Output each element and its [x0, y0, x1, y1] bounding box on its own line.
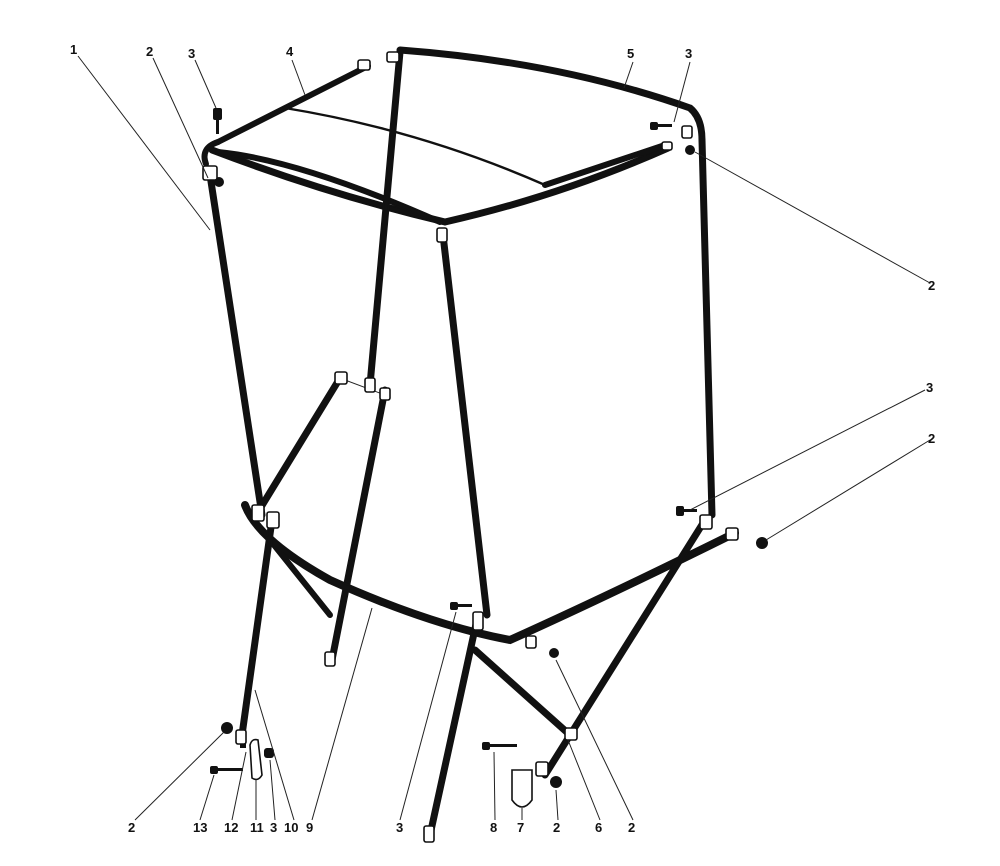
top-left-hoop-end — [201, 139, 221, 167]
callout-3: 3 — [926, 380, 933, 395]
callout-8: 8 — [490, 820, 497, 835]
vertical-posts — [206, 48, 716, 619]
callout-10: 10 — [284, 820, 298, 835]
callout-6: 6 — [595, 820, 602, 835]
callout-2: 2 — [128, 820, 135, 835]
mid-braces — [254, 374, 389, 664]
callout-2: 2 — [146, 44, 153, 59]
lower-center-leg — [426, 611, 482, 839]
callout-5: 5 — [627, 46, 634, 61]
lower-left-leg-part-10 — [238, 516, 276, 739]
callout-labels: 1 2 3 4 5 3 2 3 2 2 13 12 11 3 10 9 3 8 … — [70, 42, 935, 835]
callout-3: 3 — [188, 46, 195, 61]
callout-11: 11 — [250, 820, 264, 835]
hardware — [202, 51, 768, 843]
callout-2: 2 — [928, 278, 935, 293]
callout-3: 3 — [685, 46, 692, 61]
top-front-bow — [208, 144, 672, 226]
top-cable — [283, 106, 547, 187]
bottom-bow-part-9 — [241, 501, 739, 645]
callout-7: 7 — [517, 820, 524, 835]
leader-lines — [77, 55, 931, 821]
top-frame — [201, 46, 706, 226]
callout-1: 1 — [70, 42, 77, 57]
callout-2: 2 — [553, 820, 560, 835]
top-right-rail — [542, 142, 668, 188]
callout-12: 12 — [224, 820, 238, 835]
callout-9: 9 — [306, 820, 313, 835]
callout-2: 2 — [628, 820, 635, 835]
callout-2: 2 — [928, 431, 935, 446]
callout-3: 3 — [270, 820, 277, 835]
callout-4: 4 — [286, 44, 294, 59]
lower-right-braces-part-6 — [471, 516, 709, 779]
callout-13: 13 — [193, 820, 207, 835]
callout-3: 3 — [396, 820, 403, 835]
